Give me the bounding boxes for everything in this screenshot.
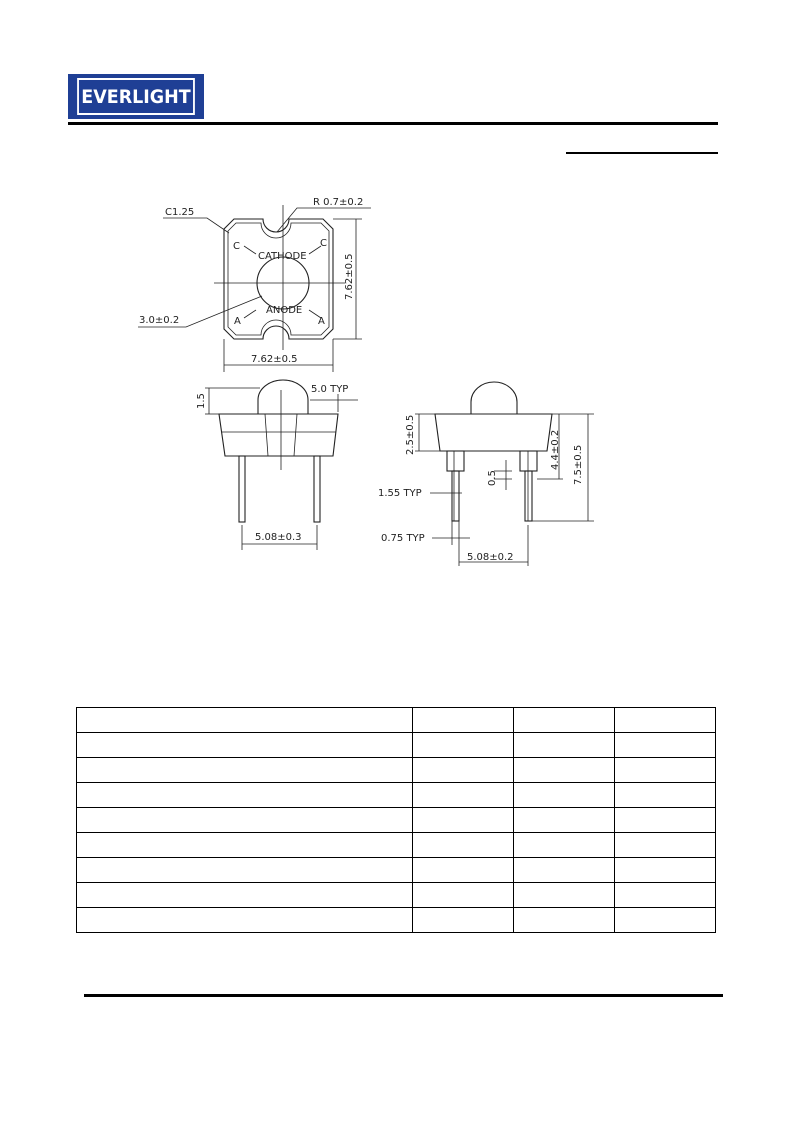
side-dome [470,381,518,414]
side-lead-spacing: 5.08±0.2 [467,552,514,563]
table-row [76,732,716,758]
marker-arrow [308,309,322,319]
anode-label: ANODE [266,305,302,316]
spec-table-body [76,707,716,933]
front-lead-right [313,455,321,523]
side-body [434,413,553,452]
table-cell [614,882,716,908]
table-cell [76,732,413,758]
table-cell [76,807,413,833]
table-cell [412,757,514,783]
table-cell [412,882,514,908]
table-cell [76,832,413,858]
notch-radius-label: R 0.7±0.2 [313,197,363,208]
side-height-a: 4.4±0.2 [550,430,561,470]
table-cell [76,857,413,883]
table-cell [412,832,514,858]
marker-arrow [243,309,257,319]
side-lead-left [451,470,460,522]
cathode-marker-left: C [233,241,240,252]
table-row [76,857,716,883]
front-lead-spacing: 5.08±0.3 [255,532,302,543]
table-cell [614,782,716,808]
everlight-logo: EVERLIGHT [68,74,204,119]
table-cell [412,857,514,883]
cathode-marker-right: C [320,238,327,249]
footer-rule [84,994,723,997]
logo-text: EVERLIGHT [77,78,195,115]
table-cell [513,732,615,758]
side-height-b: 7.5±0.5 [573,445,584,485]
side-lead-width: 1.55 TYP [378,488,422,499]
table-cell [76,707,413,733]
table-cell [513,782,615,808]
side-standoff-right [519,450,538,472]
table-row [76,807,716,833]
marker-arrow [243,245,257,255]
package-dimension-drawing: C C A A CATHODE ANODE C1.25 R 0.7±0.2 3.… [138,197,594,566]
front-angle-label: 5.0 TYP [311,384,348,395]
table-row [76,882,716,908]
table-cell [614,757,716,783]
top-view: C C A A CATHODE ANODE C1.25 R 0.7±0.2 3.… [138,197,371,372]
table-cell [513,807,615,833]
anode-marker-left: A [234,316,241,327]
table-cell [412,807,514,833]
table-cell [614,707,716,733]
table-cell [614,857,716,883]
header-short-rule [566,152,718,154]
cathode-label: CATHODE [258,251,307,262]
front-dome-height: 1.5 [196,393,207,409]
table-cell [513,832,615,858]
table-cell [412,732,514,758]
notch-radius-leader [276,207,371,233]
top-view-outline [223,218,334,340]
table-cell [614,807,716,833]
table-cell [76,782,413,808]
top-height-dim: 7.62±0.5 [344,253,355,300]
table-cell [513,882,615,908]
front-lead-left [238,455,246,523]
side-view: 2.5±0.5 0.5 1.55 TYP 0.75 TYP 5.08±0.2 4… [378,381,594,566]
side-standoff-left [446,450,465,472]
side-standoff: 0.5 [487,470,498,486]
dome-diameter-label: 3.0±0.2 [139,315,179,326]
chamfer-label: C1.25 [165,207,194,218]
table-cell [76,907,413,933]
spec-table [76,707,716,933]
table-row [76,707,716,733]
front-body [218,413,339,457]
table-cell [76,882,413,908]
side-lead-right [524,470,533,522]
table-cell [412,707,514,733]
marker-arrow [308,245,322,255]
anode-marker-right: A [318,316,325,327]
table-row [76,757,716,783]
side-lead-thickness: 0.75 TYP [381,533,425,544]
table-row [76,907,716,933]
chamfer-leader [163,217,230,234]
table-cell [614,907,716,933]
dome-diameter-leader [138,295,263,328]
front-view: 1.5 5.0 TYP 5.08±0.3 [196,379,358,550]
table-cell [614,732,716,758]
side-body-height: 2.5±0.5 [405,415,416,455]
table-cell [513,707,615,733]
top-view-inner-outline [227,222,330,336]
table-cell [412,782,514,808]
table-cell [412,907,514,933]
table-cell [513,907,615,933]
front-dome [257,379,309,414]
table-cell [76,757,413,783]
table-cell [513,857,615,883]
header-rule [68,122,718,125]
table-cell [513,757,615,783]
table-row [76,832,716,858]
table-cell [614,832,716,858]
table-row [76,782,716,808]
front-taper [264,413,298,457]
top-width-dim: 7.62±0.5 [251,354,298,365]
